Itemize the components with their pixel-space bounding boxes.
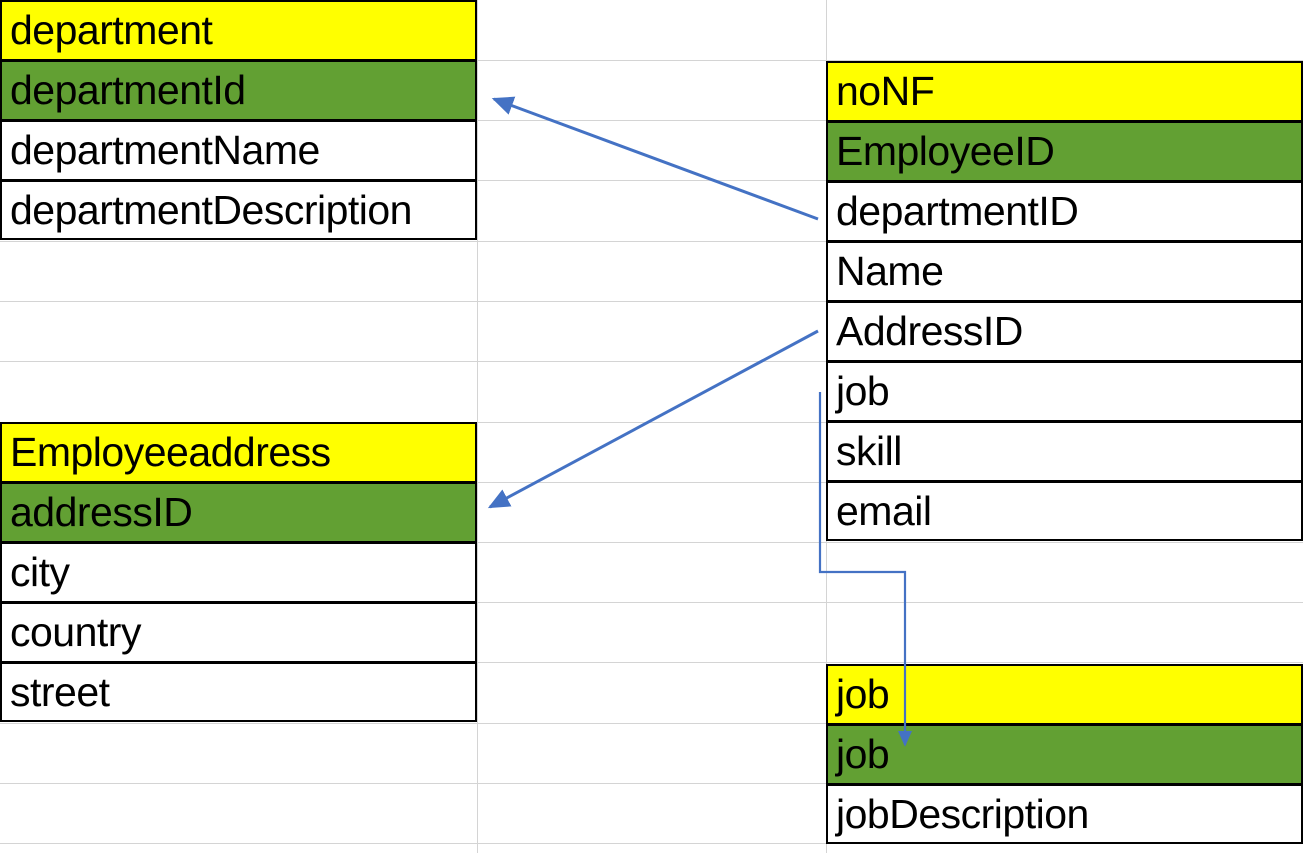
cell-label: skill xyxy=(836,428,902,474)
entity-field-cell[interactable]: AddressID xyxy=(826,301,1303,361)
cell-label: department xyxy=(10,7,213,53)
connector-AddressID-to-addressID[interactable] xyxy=(487,329,819,509)
cell-label: departmentDescription xyxy=(10,186,412,233)
entity-table-employeeaddress[interactable]: Employeeaddress addressID city country stree… xyxy=(0,422,477,722)
entity-field-cell[interactable]: jobDescription xyxy=(826,784,1303,844)
entity-field-cell[interactable]: street xyxy=(0,662,477,722)
entity-field-cell[interactable]: country xyxy=(0,602,477,662)
entity-title-cell[interactable]: job xyxy=(826,664,1303,724)
cell-label: job xyxy=(836,671,890,717)
cell-label: departmentID xyxy=(836,188,1079,234)
cell-label: noNF xyxy=(836,68,935,114)
entity-key-cell[interactable]: addressID xyxy=(0,482,477,542)
cell-label: departmentId xyxy=(10,67,246,113)
gridline-vertical xyxy=(477,0,478,853)
entity-field-cell[interactable]: city xyxy=(0,542,477,602)
cell-label: departmentName xyxy=(10,127,320,173)
entity-key-cell[interactable]: departmentId xyxy=(0,60,477,120)
cell-label: EmployeeID xyxy=(836,128,1055,174)
cell-label: street xyxy=(10,668,110,715)
cell-label: job xyxy=(836,368,890,414)
cell-label: email xyxy=(836,487,932,534)
entity-title-cell[interactable]: Employeeaddress xyxy=(0,422,477,482)
entity-table-department[interactable]: department departmentId departmentName depa… xyxy=(0,0,477,240)
entity-field-cell[interactable]: departmentDescription xyxy=(0,180,477,240)
cell-label: jobDescription xyxy=(836,790,1089,837)
entity-table-job[interactable]: job job jobDescription xyxy=(826,664,1303,844)
entity-field-cell[interactable]: job xyxy=(826,361,1303,421)
connector-departmentID-to-departmentId[interactable] xyxy=(491,96,819,221)
entity-title-cell[interactable]: department xyxy=(0,0,477,60)
cell-label: Name xyxy=(836,248,944,294)
entity-field-cell[interactable]: departmentID xyxy=(826,181,1303,241)
entity-key-cell[interactable]: EmployeeID xyxy=(826,121,1303,181)
cell-label: AddressID xyxy=(836,308,1023,354)
entity-field-cell[interactable]: Name xyxy=(826,241,1303,301)
entity-key-cell[interactable]: job xyxy=(826,724,1303,784)
entity-field-cell[interactable]: email xyxy=(826,481,1303,541)
entity-field-cell[interactable]: skill xyxy=(826,421,1303,481)
cell-label: country xyxy=(10,609,141,655)
cell-label: job xyxy=(836,731,890,777)
entity-field-cell[interactable]: departmentName xyxy=(0,120,477,180)
cell-label: Employeeaddress xyxy=(10,429,331,475)
cell-label: addressID xyxy=(10,489,193,535)
entity-title-cell[interactable]: noNF xyxy=(826,61,1303,121)
cell-label: city xyxy=(10,549,70,595)
